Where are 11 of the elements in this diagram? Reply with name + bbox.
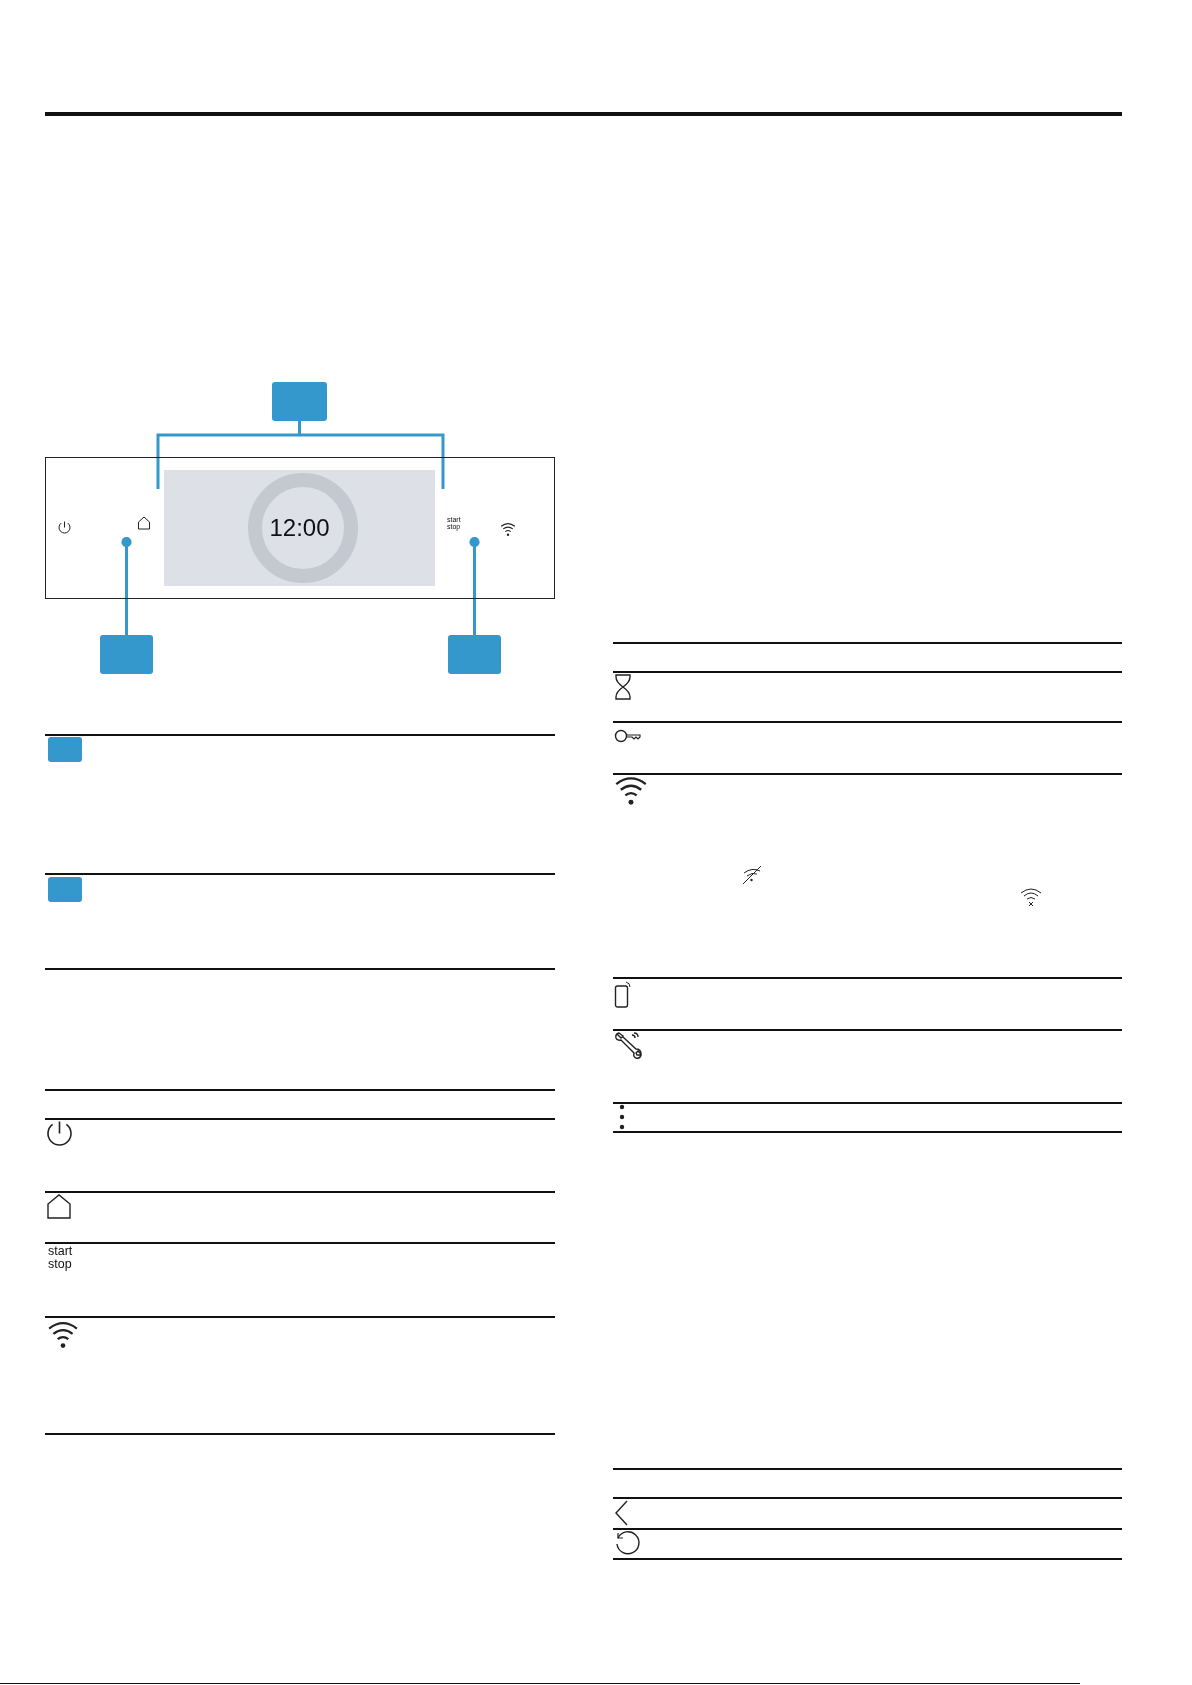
clock-time: 12:00: [268, 514, 331, 542]
callout-box: [48, 737, 82, 762]
bracket-leader-line: [156, 419, 445, 491]
key-label: start stop: [48, 1245, 73, 1272]
callout-box: [272, 382, 327, 421]
callout-box: [100, 635, 153, 674]
callout-box: [448, 635, 501, 674]
display-screen: [164, 470, 435, 586]
callout-box: [48, 877, 82, 902]
leader-line: [469, 536, 480, 635]
leader-line: [121, 536, 132, 635]
